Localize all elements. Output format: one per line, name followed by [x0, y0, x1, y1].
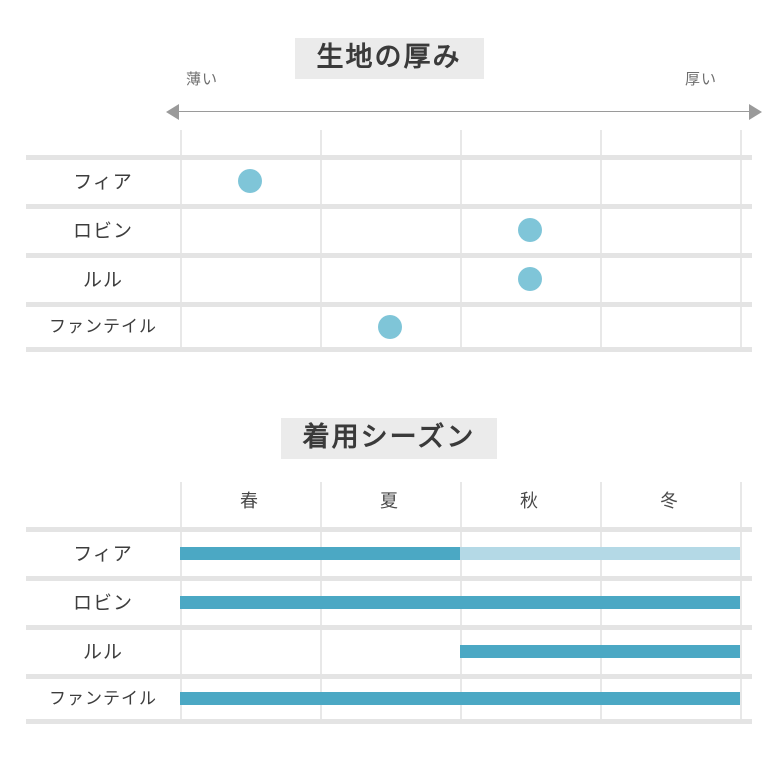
row-label-fantail: ファンテイル: [49, 317, 157, 337]
row-separator: [26, 302, 752, 307]
season-bar-fantail-primary: [180, 692, 740, 705]
thickness-axis: 薄い 厚い: [0, 68, 778, 130]
thickness-dot-robin: [518, 218, 542, 242]
column-header-autumn: 秋: [520, 491, 540, 512]
arrow-right-icon: [749, 104, 762, 120]
row-label-fantail: ファンテイル: [49, 689, 157, 709]
column-divider: [740, 155, 742, 347]
tick-mark: [740, 130, 742, 155]
column-header-summer: 夏: [380, 491, 400, 512]
column-header-spring: 春: [240, 491, 260, 512]
column-header-winter: 冬: [660, 491, 680, 512]
row-label-robin: ロビン: [72, 592, 133, 614]
row-separator: [26, 719, 752, 724]
tick-mark: [460, 130, 462, 155]
thickness-grid: フィア ロビン ルル ファンテイル: [26, 130, 752, 355]
season-bar-fia-secondary: [460, 547, 740, 560]
page-title-fabric-thickness: 生地の厚み: [294, 38, 484, 79]
chart-2-title-wrap: 着用シーズン: [0, 418, 778, 459]
season-bar-lulu-primary: [460, 645, 740, 658]
page-title-wearing-season: 着用シーズン: [280, 418, 498, 459]
thickness-dot-fia: [238, 169, 262, 193]
row-separator: [26, 527, 752, 532]
row-separator: [26, 674, 752, 679]
chart-fabric-thickness: 生地の厚み 薄い 厚い フィア ロビン ルル ファンテイル: [0, 0, 778, 360]
axis-label-thin: 薄い: [186, 70, 219, 88]
row-separator: [26, 347, 752, 352]
chart-1-title-wrap: 生地の厚み: [0, 38, 778, 79]
row-label-fia: フィア: [73, 171, 133, 193]
column-divider: [740, 482, 742, 719]
column-divider: [180, 155, 182, 347]
row-separator: [26, 576, 752, 581]
row-separator: [26, 204, 752, 209]
season-bar-fia-primary: [180, 547, 460, 560]
axis-line: [176, 111, 750, 112]
arrow-left-icon: [166, 104, 179, 120]
thickness-dot-fantail: [378, 315, 402, 339]
axis-label-thick: 厚い: [685, 70, 718, 88]
column-divider: [320, 155, 322, 347]
row-separator: [26, 253, 752, 258]
row-label-lulu: ルル: [82, 269, 123, 291]
tick-mark: [320, 130, 322, 155]
row-label-robin: ロビン: [72, 220, 133, 242]
row-label-lulu: ルル: [82, 641, 123, 663]
thickness-dot-lulu: [518, 267, 542, 291]
row-separator: [26, 625, 752, 630]
row-label-fia: フィア: [73, 543, 133, 565]
season-grid: 春 夏 秋 冬 フィア ロビン ルル ファンテイル: [26, 482, 752, 727]
row-separator: [26, 155, 752, 160]
column-divider: [600, 155, 602, 347]
tick-mark: [180, 130, 182, 155]
column-divider: [460, 155, 462, 347]
season-bar-robin-primary: [180, 596, 740, 609]
chart-wearing-season: 着用シーズン 春 夏 秋 冬 フィア ロビン ルル ファンテイル: [0, 400, 778, 740]
tick-mark: [600, 130, 602, 155]
